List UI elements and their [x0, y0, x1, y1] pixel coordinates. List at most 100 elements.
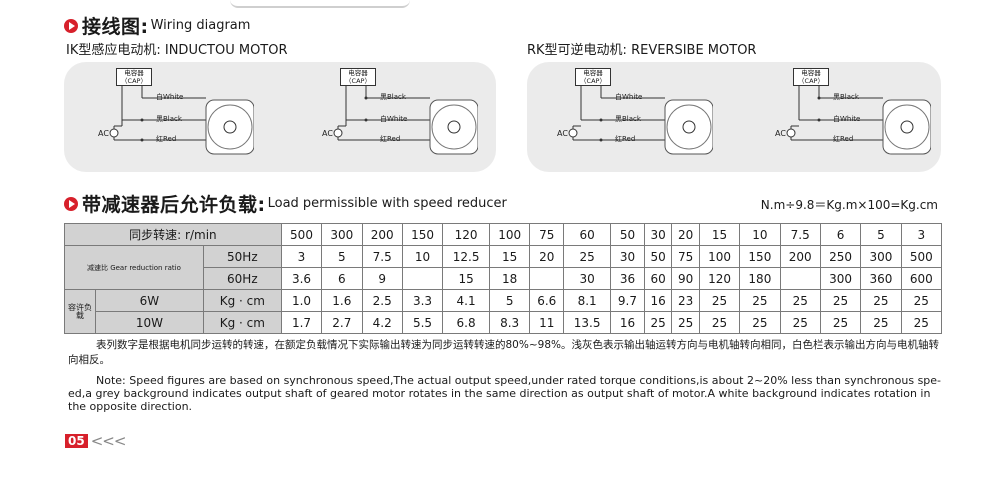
ac-label: AC: [98, 129, 109, 138]
speed-cell: 20: [671, 223, 700, 246]
ratio-cell: 5: [321, 245, 363, 268]
ratio-cell: 12.5: [442, 245, 490, 268]
speed-cell: 100: [488, 223, 531, 246]
ratio-cell: 75: [671, 245, 700, 268]
ratio-cell: [529, 267, 565, 290]
note-chinese: 表列数字是根据电机同步运转的转速，在额定负载情况下实际输出转速为同步运转转速的8…: [68, 339, 939, 366]
ratio-cell: 18: [488, 267, 531, 290]
ratio-cell: [401, 267, 444, 290]
torque-cell: 4.2: [361, 311, 403, 334]
torque-header: 容许负载: [64, 289, 96, 334]
load-title-zh: 带减速器后允许负载:: [82, 194, 266, 216]
torque-cell: 8.1: [563, 289, 612, 312]
ik-motor-title: IK型感应电动机: INDUCTOU MOTOR: [66, 43, 288, 58]
torque-cell: 25: [819, 311, 862, 334]
torque-cell: 1.6: [321, 289, 363, 312]
unit-cell: Kg · cm: [202, 311, 282, 334]
torque-cell: 9.7: [610, 289, 645, 312]
load-title-en: Load permissible with speed reducer: [267, 196, 507, 211]
power-6w-cell: 6W: [95, 289, 204, 312]
play-bullet-icon: [64, 196, 78, 211]
ik-diagram-panel: 电容器（CAP） 白White 黑Black 红Red AC 电容器（CAP） …: [64, 62, 496, 172]
ratio-cell: 15: [488, 245, 531, 268]
ratio-cell: 30: [563, 267, 612, 290]
ratio-cell: 3: [280, 245, 323, 268]
speed-cell: 200: [361, 223, 403, 246]
torque-cell: 25: [739, 289, 781, 312]
torque-cell: 11: [529, 311, 565, 334]
ac-label: AC: [322, 129, 333, 138]
torque-cell: 16: [610, 311, 645, 334]
torque-cell: 25: [671, 311, 700, 334]
ratio-cell: 6: [321, 267, 363, 290]
torque-cell: 25: [779, 311, 821, 334]
torque-cell: 25: [900, 311, 943, 334]
rk-motor-title: RK型可逆电动机: REVERSIBE MOTOR: [527, 43, 757, 58]
ratio-cell: 300: [860, 245, 902, 268]
white-wire-label: 白White: [615, 93, 643, 101]
red-wire-label: 红Red: [833, 135, 854, 143]
torque-cell: 25: [860, 311, 902, 334]
speed-cell: 50: [610, 223, 645, 246]
speed-cell: 10: [739, 223, 781, 246]
torque-cell: 6.8: [442, 311, 490, 334]
hz60-cell: 60Hz: [202, 267, 282, 290]
torque-cell: 5: [488, 289, 531, 312]
ratio-cell: 9: [361, 267, 403, 290]
red-wire-label: 红Red: [156, 135, 177, 143]
ik-wiring-diagram-1: 电容器（CAP） 白White 黑Black 红Red AC: [74, 68, 254, 168]
ratio-cell: 20: [529, 245, 565, 268]
speed-cell: 3: [900, 223, 943, 246]
speed-cell: 6: [819, 223, 862, 246]
ratio-cell: 200: [779, 245, 821, 268]
speed-header-cell: 同步转速: r/min: [64, 223, 282, 246]
unit-conversion-formula: N.m÷9.8＝Kg.m×100=Kg.cm: [760, 198, 938, 212]
ratio-cell: 60: [643, 267, 673, 290]
speed-cell: 7.5: [779, 223, 821, 246]
torque-cell: 25: [900, 289, 943, 312]
red-wire-label: 红Red: [615, 135, 636, 143]
unit-cell: Kg · cm: [202, 289, 282, 312]
torque-cell: 23: [671, 289, 700, 312]
wiring-title-zh: 接线图:: [82, 16, 149, 38]
wiring-section-title: 接线图: Wiring diagram: [64, 12, 250, 39]
speed-cell: 500: [280, 223, 323, 246]
speed-cell: 60: [563, 223, 612, 246]
ratio-cell: 120: [698, 267, 741, 290]
black-wire-label: 黑Black: [833, 93, 859, 101]
ratio-cell: 500: [900, 245, 943, 268]
torque-cell: 3.3: [401, 289, 444, 312]
wiring-title-en: Wiring diagram: [150, 18, 251, 33]
page-footer: 05 <<<: [65, 432, 127, 450]
ratio-cell: 300: [819, 267, 862, 290]
torque-cell: 16: [643, 289, 673, 312]
power-10w-cell: 10W: [95, 311, 204, 334]
load-section-title: 带减速器后允许负载: Load permissible with speed r…: [64, 190, 507, 217]
speed-cell: 30: [643, 223, 673, 246]
torque-cell: 2.7: [321, 311, 363, 334]
top-divider: [230, 0, 410, 8]
rk-wiring-diagram-2: 电容器（CAP） 黑Black 白White 红Red AC: [751, 68, 931, 168]
back-arrows: <<<: [90, 432, 127, 450]
red-wire-label: 红Red: [380, 135, 401, 143]
torque-cell: 8.3: [488, 311, 531, 334]
torque-cell: 4.1: [442, 289, 490, 312]
speed-cell: 150: [401, 223, 444, 246]
play-bullet-icon: [64, 18, 78, 33]
white-wire-label: 白White: [380, 115, 408, 123]
ratio-cell: 30: [610, 245, 645, 268]
note-english: Note: Speed figures are based on synchro…: [68, 374, 942, 413]
ratio-cell: 150: [739, 245, 781, 268]
ac-label: AC: [557, 129, 568, 138]
torque-cell: 25: [860, 289, 902, 312]
torque-cell: 25: [819, 289, 862, 312]
white-wire-label: 白White: [833, 115, 861, 123]
torque-cell: 25: [643, 311, 673, 334]
ratio-cell: 7.5: [361, 245, 403, 268]
torque-cell: 13.5: [563, 311, 612, 334]
capacitor-box: 电容器（CAP）: [793, 68, 829, 86]
torque-cell: 5.5: [401, 311, 444, 334]
